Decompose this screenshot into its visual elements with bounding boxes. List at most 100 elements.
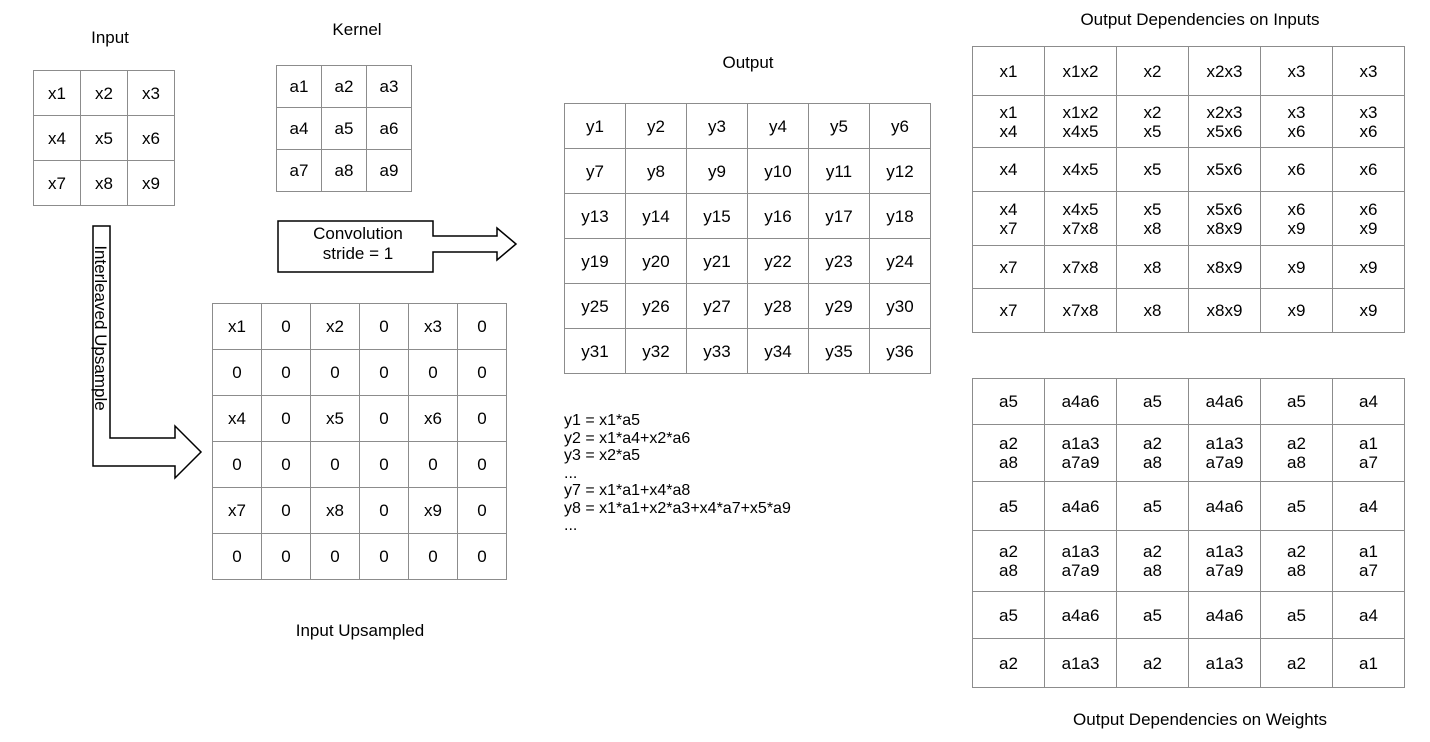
cell-text: a2 [999, 434, 1018, 453]
grid-cell: 0 [457, 487, 507, 534]
cell-text: x2 [95, 83, 113, 103]
grid-cell: x6 [408, 395, 458, 442]
cell-text: x6 [424, 409, 442, 428]
cell-text: 0 [477, 409, 487, 428]
equation-line: ... [564, 517, 578, 534]
cell-text: x6 [1359, 121, 1378, 141]
cell-text: y32 [642, 341, 670, 361]
grid-cell: y19 [564, 238, 626, 284]
grid-cell: y21 [686, 238, 748, 284]
cell-text: x2x3 [1206, 102, 1243, 122]
cell-text: x5 [1143, 199, 1162, 219]
cell-text: y31 [581, 341, 609, 361]
grid-cell: 0 [261, 533, 311, 580]
grid-cell: x7 [972, 288, 1045, 333]
cell-text: x6 [1359, 160, 1378, 179]
cell-text: x8 [1143, 257, 1162, 277]
cell-text: x8 [1143, 301, 1162, 320]
cell-text: y22 [764, 251, 792, 271]
cell-text: x7x8 [1062, 301, 1099, 320]
cell-text: x8 [1143, 218, 1162, 238]
cell-text: y21 [703, 251, 731, 271]
convolution-label-line2: stride = 1 [322, 244, 394, 263]
cell-text: 0 [330, 547, 340, 566]
grid-cell: a4 [1332, 378, 1405, 425]
cell-text: x4x5 [1062, 160, 1099, 179]
cell-text: x6 [1359, 199, 1378, 219]
grid-cell: 0 [212, 533, 262, 580]
cell-text: y8 [647, 161, 665, 181]
cell-text: a4a6 [1205, 392, 1244, 411]
cell-text: a1a3 [1061, 542, 1100, 561]
cell-text: x7 [999, 218, 1018, 238]
cell-text: y35 [825, 341, 853, 361]
cell-text: x2 [1143, 102, 1162, 122]
grid-cell: x3 [1332, 46, 1405, 96]
cell-text: x3 [1359, 61, 1378, 81]
cell-text: 0 [477, 547, 487, 566]
cell-text: a4a6 [1205, 605, 1244, 625]
cell-text: a1a3 [1205, 653, 1244, 673]
cell-text: x8 [95, 173, 113, 193]
cell-text: a8 [999, 453, 1018, 472]
cell-text: x3 [424, 317, 442, 336]
cell-text: x8 [326, 501, 344, 520]
equation-line: y2 = x1*a4+x2*a6 [564, 429, 691, 447]
grid-cell: y35 [808, 328, 870, 374]
upsample-arrow-label: Interleaved Upsample [91, 245, 110, 411]
grid-cell: 0 [212, 349, 262, 396]
grid-cell: 0 [359, 533, 409, 580]
cell-text: x7 [228, 501, 246, 520]
cell-text: x1 [228, 317, 246, 336]
grid-cell: y12 [869, 148, 931, 194]
cell-text: 0 [428, 455, 438, 474]
grid-cell: x5 [1116, 147, 1189, 192]
cell-text: x7 [999, 257, 1018, 277]
cell-text: a1 [1359, 653, 1378, 673]
cell-text: x4x5 [1062, 199, 1099, 219]
grid-cell: a4a6 [1188, 378, 1261, 425]
cell-text: x9 [1287, 218, 1306, 238]
cell-text: a5 [999, 392, 1018, 411]
cell-text: x8x9 [1206, 257, 1243, 277]
cell-text: y9 [708, 161, 726, 181]
grid-cell: x5x6 [1188, 147, 1261, 192]
cell-text: x7 [48, 173, 66, 193]
cell-text: a7 [289, 161, 309, 180]
cell-text: a5 [1143, 605, 1162, 625]
cell-text: x7x8 [1062, 257, 1099, 277]
cell-text: x4 [48, 128, 66, 148]
grid-cell: x7x8 [1044, 245, 1117, 289]
equation-line: y8 = x1*a1+x2*a3+x4*a7+x5*a9 [564, 499, 791, 517]
grid-cell: y29 [808, 283, 870, 329]
grid-cell: 0 [359, 487, 409, 534]
grid-cell: a5 [972, 378, 1045, 425]
cell-text: a4 [1359, 605, 1378, 625]
cell-text: x1 [999, 61, 1018, 81]
cell-text: y26 [642, 296, 670, 316]
cell-text: x9 [1359, 257, 1378, 277]
grid-cell: a4 [1332, 591, 1405, 639]
cell-text: 0 [281, 501, 291, 520]
cell-text: 0 [477, 501, 487, 520]
cell-text: a6 [379, 119, 399, 138]
cell-text: 0 [477, 363, 487, 382]
cell-text: y3 [708, 116, 726, 136]
cell-text: x8x9 [1206, 301, 1243, 320]
cell-text: x5x6 [1206, 160, 1243, 179]
cell-text: a7a9 [1061, 561, 1100, 580]
cell-text: 0 [428, 547, 438, 566]
cell-text: a5 [999, 605, 1018, 625]
grid-cell: y9 [686, 148, 748, 194]
cell-text: a2 [999, 653, 1018, 673]
